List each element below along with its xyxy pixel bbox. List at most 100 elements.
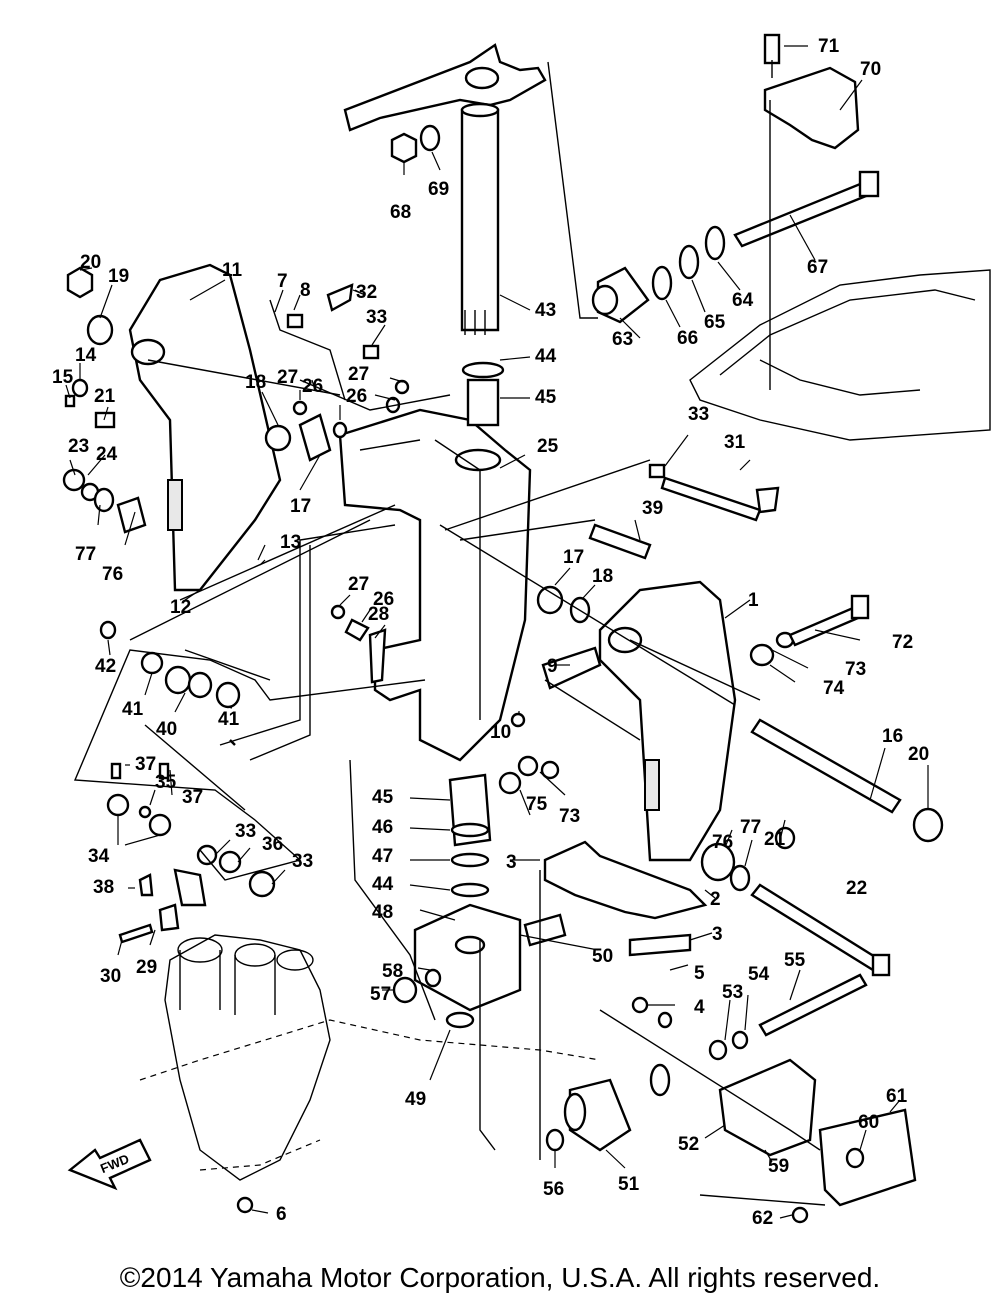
- part-label: 11: [222, 260, 243, 281]
- lower-mount-rubber: [545, 1063, 671, 1152]
- part-label: 40: [156, 719, 177, 740]
- part-label: 33: [292, 851, 313, 872]
- leader-lines: [65, 45, 929, 1219]
- part-label: 68: [390, 202, 411, 223]
- part-label: 37: [182, 787, 203, 808]
- part-label: 26: [302, 376, 323, 397]
- part-label: 57: [370, 984, 391, 1005]
- part-label: 63: [612, 329, 633, 350]
- part-label: 16: [882, 726, 903, 747]
- part-label: 31: [724, 432, 746, 453]
- part-label: 17: [290, 496, 311, 517]
- part-label: 6: [276, 1204, 287, 1225]
- part-label: 49: [405, 1089, 426, 1110]
- copyright-notice: ©2014 Yamaha Motor Corporation, U.S.A. A…: [119, 1262, 881, 1293]
- part-label: 75: [526, 794, 548, 815]
- part-label: 23: [68, 436, 89, 457]
- part-label: 62: [752, 1208, 773, 1229]
- part-label: 50: [592, 946, 613, 967]
- part-label: 60: [858, 1112, 879, 1133]
- part-label: 64: [732, 290, 754, 311]
- through-tube: [750, 718, 944, 843]
- part-label: 10: [490, 722, 511, 743]
- part-label: 18: [592, 566, 613, 587]
- part-label: 9: [547, 656, 558, 677]
- part-label: 45: [535, 387, 557, 408]
- part-label: 71: [818, 36, 840, 57]
- part-label: 12: [170, 597, 191, 618]
- part-label: 22: [846, 878, 867, 899]
- part-label: 39: [642, 498, 663, 519]
- tilt-stop-lever: [541, 646, 602, 690]
- part-label: 76: [712, 832, 733, 853]
- part-label: 1: [748, 590, 759, 611]
- part-label: 27: [348, 364, 369, 385]
- part-label: 28: [368, 604, 389, 625]
- part-label: 55: [784, 950, 806, 971]
- lower-mount-cover: [718, 1058, 917, 1207]
- part-label: 59: [768, 1156, 789, 1177]
- part-label: 21: [94, 386, 116, 407]
- upper-mount-cover: [763, 33, 860, 150]
- part-label: 77: [740, 817, 761, 838]
- part-number-labels: 1 2 3 3 4 5 6 7 8 9 10 11 12 13 14 15 16…: [52, 36, 929, 1229]
- part-label: 61: [886, 1086, 908, 1107]
- steering-arm-and-shaft: [343, 43, 547, 335]
- swivel-bracket: [338, 408, 532, 762]
- part-label: 36: [262, 834, 283, 855]
- part-label: 17: [563, 547, 584, 568]
- part-label: 26: [346, 386, 367, 407]
- part-label: 70: [860, 59, 881, 80]
- part-label: 20: [80, 252, 101, 273]
- part-label: 52: [678, 1134, 699, 1155]
- part-label: 56: [543, 1179, 564, 1200]
- part-label: 51: [618, 1174, 640, 1195]
- part-label: 21: [764, 829, 786, 850]
- part-label: 5: [694, 963, 705, 984]
- part-label: 38: [93, 877, 114, 898]
- part-label: 34: [88, 846, 110, 867]
- part-label: 27: [348, 574, 369, 595]
- upper-mount-bolt: [733, 170, 880, 248]
- part-label: 67: [807, 257, 828, 278]
- part-label: 45: [372, 787, 394, 808]
- part-label: 27: [277, 367, 298, 388]
- part-label: 47: [372, 846, 393, 867]
- part-label: 43: [535, 300, 556, 321]
- part-label: 14: [75, 345, 97, 366]
- part-label: 29: [136, 957, 157, 978]
- part-label: 69: [428, 179, 449, 200]
- part-label: 26: [373, 589, 394, 610]
- part-label: 4: [694, 997, 705, 1018]
- part-label: 19: [108, 266, 129, 287]
- reference-lines: [73, 61, 826, 1206]
- part-label: 74: [823, 678, 845, 699]
- part-label: 41: [122, 699, 144, 720]
- part-label: 44: [372, 874, 394, 895]
- lower-mount-bolts: [750, 883, 891, 1037]
- part-label: 2: [710, 889, 721, 910]
- part-label: 33: [235, 821, 256, 842]
- fwd-arrow: FWD: [67, 1138, 152, 1191]
- part-label: 65: [704, 312, 726, 333]
- part-label: 35: [155, 772, 177, 793]
- part-label: 73: [845, 659, 866, 680]
- part-label: 73: [559, 806, 580, 827]
- lower-cowling-pan: [689, 269, 991, 441]
- part-label: 48: [372, 902, 393, 923]
- part-label: 15: [52, 367, 74, 388]
- power-trim-tilt-unit: [164, 934, 331, 1181]
- part-label: 54: [748, 964, 770, 985]
- part-label: 32: [356, 282, 377, 303]
- part-label: 37: [135, 754, 156, 775]
- part-label: 18: [245, 372, 266, 393]
- part-label: 72: [892, 632, 913, 653]
- steering-nut-and-washer: [390, 124, 441, 164]
- small-hardware: [62, 266, 870, 1224]
- part-label: 33: [366, 307, 387, 328]
- part-label: 58: [382, 961, 403, 982]
- part-label: 7: [277, 271, 288, 292]
- clamp-bracket-starboard: [598, 580, 737, 862]
- part-label: 46: [372, 817, 393, 838]
- part-label: 66: [677, 328, 698, 349]
